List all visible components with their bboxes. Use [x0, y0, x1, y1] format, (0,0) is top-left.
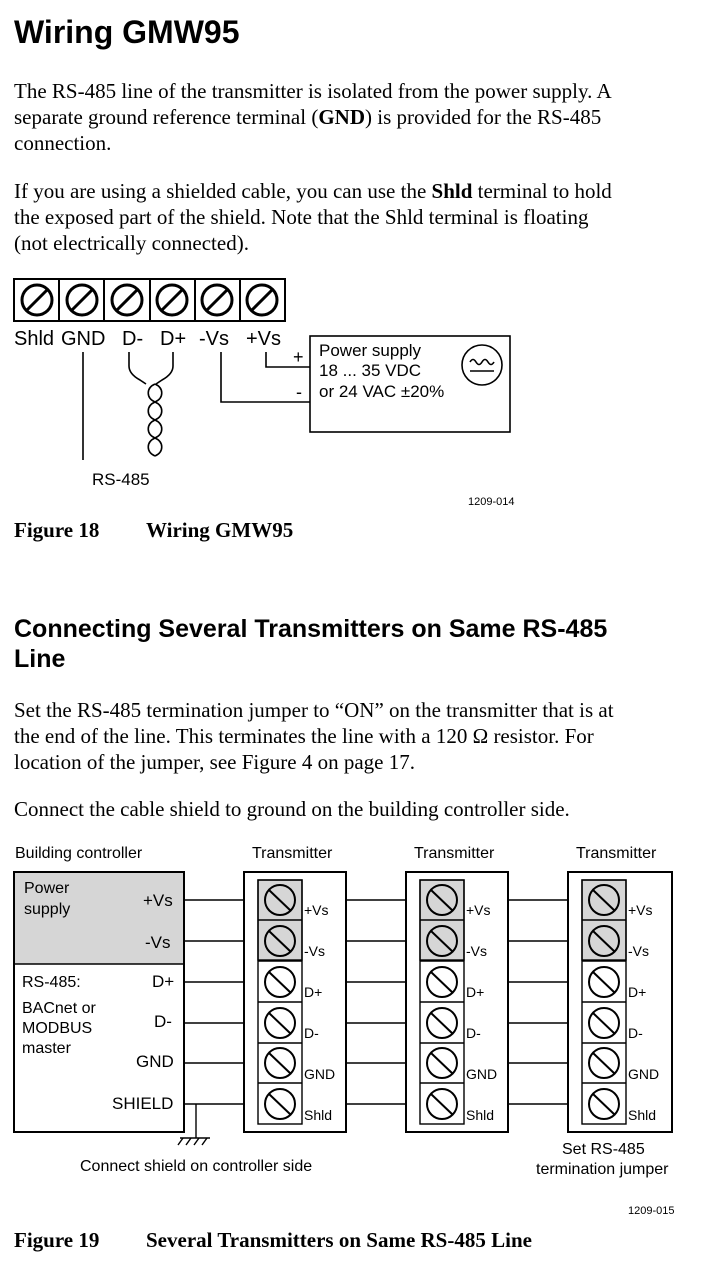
minus-sign: -: [296, 382, 302, 402]
page-title: Wiring GMW95: [14, 14, 240, 50]
t3-label-vs-minus: -Vs: [628, 943, 649, 959]
terminal-label-d-plus: D+: [160, 328, 186, 350]
power-supply-voltage-ac: or 24 VAC ±20%: [319, 382, 444, 401]
transmitter-label-3: Transmitter: [576, 845, 657, 862]
power-supply-box: [309, 335, 511, 433]
t1-label-gnd: GND: [304, 1066, 335, 1082]
paragraph-isolation: The RS-485 line of the transmitter is is…: [14, 79, 612, 155]
controller-d-minus: D-: [154, 1012, 172, 1031]
bus-lines: [184, 899, 568, 1105]
t1-label-shld: Shld: [304, 1107, 332, 1123]
figure-code-1209-015: 1209-015: [628, 1205, 675, 1217]
rs485-label: RS-485: [92, 470, 150, 489]
terminal-label-vs-plus: +Vs: [246, 328, 281, 350]
transmitter-1: +Vs -Vs D+ D- GND Shld: [243, 871, 347, 1133]
t3-label-d-minus: D-: [628, 1025, 643, 1041]
t1-label-vs-plus: +Vs: [304, 902, 329, 918]
set-rs485-note-line1: Set RS-485: [562, 1141, 645, 1158]
t3-label-shld: Shld: [628, 1107, 656, 1123]
transmitter-label-1: Transmitter: [252, 845, 333, 862]
t2-label-d-plus: D+: [466, 984, 484, 1000]
bacnet-label: BACnet or: [22, 1000, 96, 1017]
terminal-block: [13, 278, 286, 322]
wires: [82, 352, 310, 460]
t3-label-d-plus: D+: [628, 984, 646, 1000]
t2-label-vs-minus: -Vs: [466, 943, 487, 959]
figure-code-1209-014: 1209-014: [468, 496, 515, 508]
terminal-label-d-minus: D-: [122, 328, 143, 350]
wiring-diagram-gmw95: Shld GND D- D+ -Vs +Vs + - Power supply …: [13, 278, 515, 508]
paragraph-shield-ground: Connect the cable shield to ground on th…: [14, 797, 570, 821]
supply-label: supply: [24, 901, 70, 918]
t2-label-d-minus: D-: [466, 1025, 481, 1041]
t2-label-vs-plus: +Vs: [466, 902, 491, 918]
ac-dc-symbol-icon: [461, 344, 503, 386]
t3-label-vs-plus: +Vs: [628, 902, 653, 918]
wiring-diagram-several-transmitters: Building controller Transmitter Transmit…: [13, 845, 675, 1217]
t2-label-shld: Shld: [466, 1107, 494, 1123]
transmitter-3: +Vs -Vs D+ D- GND Shld: [567, 871, 673, 1133]
master-label: master: [22, 1040, 72, 1057]
section-title-several-transmitters: Connecting Several Transmitters on Same …: [14, 615, 608, 673]
transmitter-2: +Vs -Vs D+ D- GND Shld: [405, 871, 509, 1133]
ground-icon: [177, 1104, 210, 1146]
controller-shield: SHIELD: [112, 1094, 173, 1113]
terminal-label-shld: Shld: [14, 328, 54, 350]
building-controller-box: [13, 871, 185, 1133]
power-supply-label: Power supply: [319, 341, 422, 360]
set-rs485-note-line2: termination jumper: [536, 1161, 669, 1178]
t2-label-gnd: GND: [466, 1066, 497, 1082]
terminal-label-gnd: GND: [61, 328, 105, 350]
t1-label-d-minus: D-: [304, 1025, 319, 1041]
terminal-label-vs-minus: -Vs: [199, 328, 229, 350]
modbus-label: MODBUS: [22, 1020, 92, 1037]
power-supply-voltage-dc: 18 ... 35 VDC: [319, 361, 421, 380]
controller-vs-plus: +Vs: [143, 891, 173, 910]
power-label: Power: [24, 880, 70, 897]
plus-sign: +: [293, 347, 304, 367]
transmitter-label-2: Transmitter: [414, 845, 495, 862]
t1-label-vs-minus: -Vs: [304, 943, 325, 959]
paragraph-shield: If you are using a shielded cable, you c…: [14, 179, 612, 255]
t1-label-d-plus: D+: [304, 984, 322, 1000]
building-controller-label: Building controller: [15, 845, 143, 862]
controller-d-plus: D+: [152, 972, 174, 991]
paragraph-termination: Set the RS-485 termination jumper to “ON…: [14, 698, 614, 774]
connect-shield-note: Connect shield on controller side: [80, 1158, 312, 1175]
t3-label-gnd: GND: [628, 1066, 659, 1082]
controller-vs-minus: -Vs: [145, 933, 171, 952]
controller-gnd: GND: [136, 1052, 174, 1071]
rs485-master-label: RS-485:: [22, 974, 81, 991]
